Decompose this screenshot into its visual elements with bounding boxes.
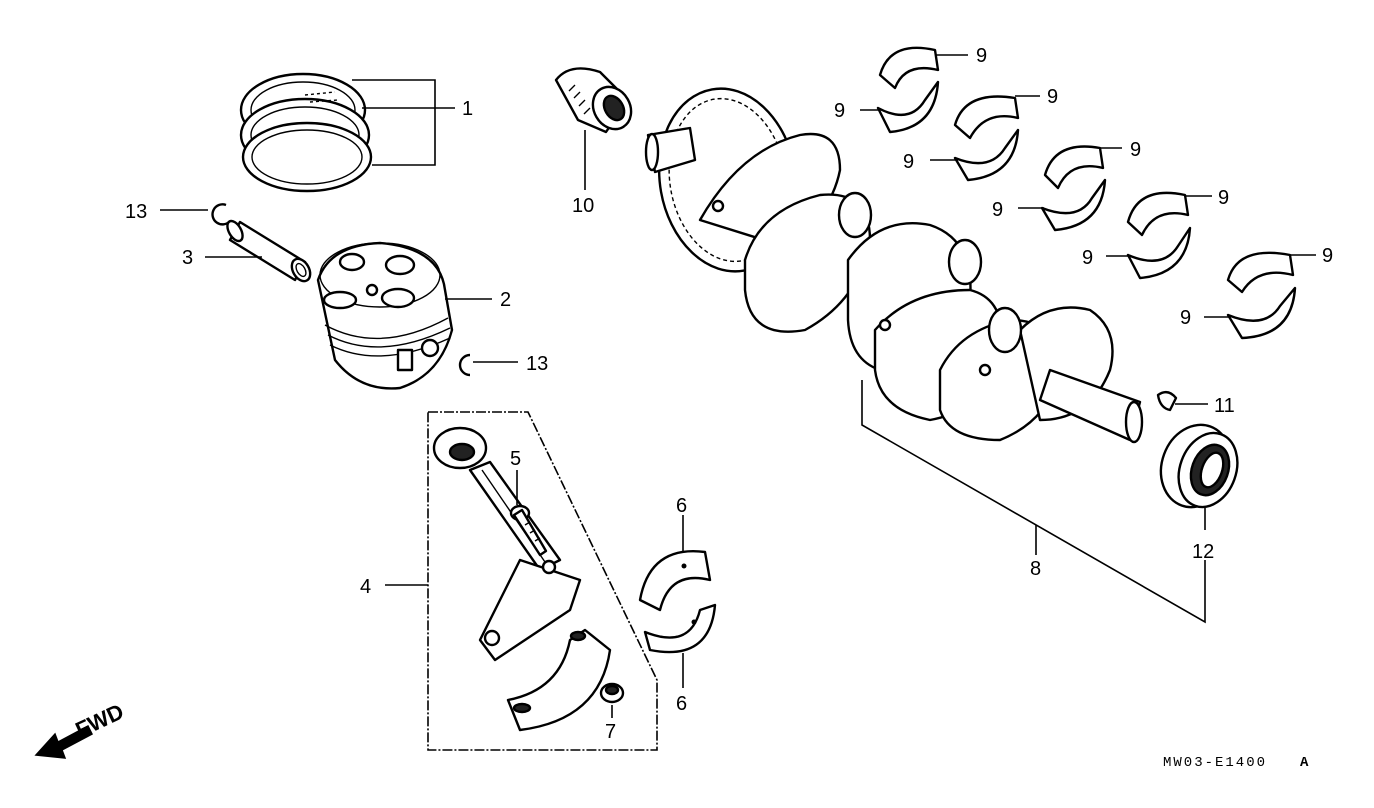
crankshaft-illustration (644, 87, 1144, 444)
rod-cap-illustration (506, 628, 612, 732)
piston-pin-illustration (226, 219, 312, 283)
fwd-arrow-icon (34, 724, 93, 759)
pin-clip-right-illustration (458, 353, 471, 377)
connecting-rod-illustration (432, 426, 582, 662)
callout-8: 8 (1030, 558, 1041, 580)
callout-10: 10 (572, 195, 594, 217)
callout-8-leader (861, 380, 1206, 624)
callout-6b: 6 (676, 693, 687, 715)
woodruff-key-illustration (1156, 390, 1178, 412)
crank-bearing-illustration (1159, 423, 1239, 509)
callout-9-3: 9 (1047, 86, 1058, 108)
callout-9-10: 9 (1180, 307, 1191, 329)
callout-9-5: 9 (1130, 139, 1141, 161)
callout-3: 3 (182, 247, 193, 269)
callout-13a: 13 (125, 201, 147, 223)
callout-9-6: 9 (992, 199, 1003, 221)
main-bearing-pair-5-illustration (1226, 251, 1297, 340)
callout-9-2: 9 (834, 100, 845, 122)
callout-12: 12 (1192, 541, 1214, 563)
callout-9-7: 9 (1218, 187, 1229, 209)
callout-9-4: 9 (903, 151, 914, 173)
callout-1: 1 (462, 98, 473, 120)
callout-1-leader (352, 79, 455, 166)
main-bearing-pair-2-illustration (953, 95, 1020, 182)
rod-nut-illustration (599, 682, 625, 704)
main-bearing-pair-4-illustration (1126, 191, 1192, 280)
connecting-rod-group-outline (427, 411, 658, 751)
callout-5: 5 (510, 448, 521, 470)
callout-9-8: 9 (1082, 247, 1093, 269)
callout-7: 7 (605, 721, 616, 743)
callout-9-1: 9 (976, 45, 987, 67)
callout-9-9: 9 (1322, 245, 1333, 267)
drawing-code: MW03-E1400 (1163, 755, 1267, 771)
rod-bearing-upper-illustration (638, 550, 712, 612)
main-bearing-pair-3-illustration (1040, 145, 1107, 232)
forward-direction-indicator: FWD (34, 699, 128, 759)
gear-bushing-illustration (554, 67, 633, 134)
rod-bearing-lower-illustration (643, 603, 717, 654)
drawing-revision: A (1300, 755, 1310, 771)
pin-clip-left-illustration (211, 203, 231, 226)
callout-6a: 6 (676, 495, 687, 517)
piston-illustration (316, 241, 454, 390)
callout-2: 2 (500, 289, 511, 311)
callout-4: 4 (360, 576, 371, 598)
callout-11: 11 (1214, 395, 1235, 417)
main-bearing-pair-1-illustration (876, 46, 940, 134)
fwd-label: FWD (72, 699, 128, 743)
callout-13b: 13 (526, 353, 548, 375)
rod-bolt-illustration (509, 504, 548, 557)
piston-ring-set-illustration (239, 72, 373, 193)
